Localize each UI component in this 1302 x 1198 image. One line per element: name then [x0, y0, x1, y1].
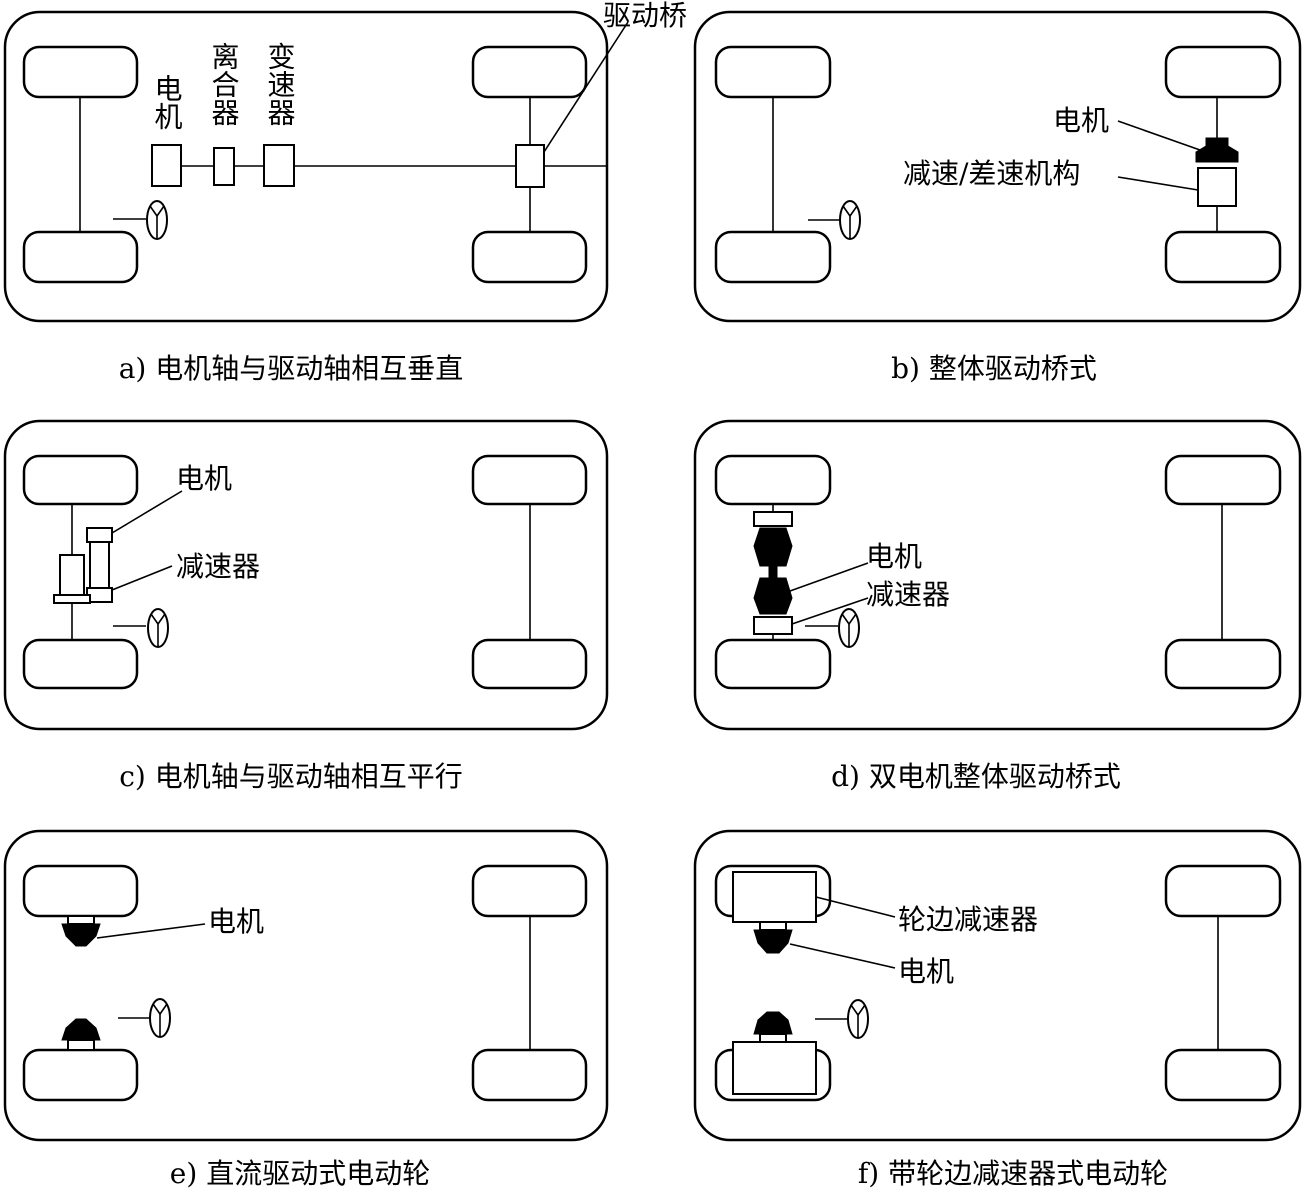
- reducer-label: 减速器: [176, 550, 260, 583]
- front-right-wheel: [1164, 45, 1282, 99]
- leader-line: [111, 490, 183, 534]
- reducer: [59, 554, 85, 596]
- rear-left-wheel: [714, 230, 832, 284]
- motor-mount: [759, 1033, 787, 1043]
- motor: [1195, 137, 1239, 163]
- rear-left-wheel: [714, 638, 832, 690]
- panel-b: 电机 减速/差速机构 b) 整体驱动桥式: [693, 10, 1302, 385]
- drive-axle-housing: [515, 144, 545, 188]
- caption-f: f) 带轮边减速器式电动轮: [858, 1157, 1168, 1190]
- rear-left-wheel: [22, 230, 139, 284]
- caption-e: e) 直流驱动式电动轮: [170, 1157, 430, 1190]
- motor-mount: [67, 1039, 95, 1051]
- leader-line: [111, 565, 173, 591]
- steering-wheel-icon: [146, 200, 168, 240]
- rear-right-wheel: [471, 230, 588, 284]
- leader-line: [96, 923, 206, 939]
- caption-c: c) 电机轴与驱动轴相互平行: [119, 760, 463, 793]
- motor-label: 电机: [208, 905, 264, 938]
- vehicle-frame: [693, 10, 1302, 323]
- front-motor: [753, 929, 793, 954]
- front-right-wheel: [471, 454, 588, 506]
- upper-reducer: [753, 511, 793, 527]
- motor: [89, 541, 110, 589]
- reducer-differential: [1197, 167, 1237, 207]
- vehicle-frame: [3, 829, 609, 1142]
- steering-wheel-icon: [149, 998, 171, 1038]
- motor-label: 电机: [1053, 104, 1109, 137]
- rear-motor: [61, 1018, 101, 1041]
- steering-wheel-icon: [839, 200, 861, 240]
- front-right-wheel: [471, 45, 588, 99]
- motor-label: 电机: [151, 74, 184, 130]
- motor-label: 电机: [898, 955, 954, 988]
- leader-line: [791, 597, 869, 625]
- clutch-label: 离合器: [208, 42, 241, 126]
- motor-mount: [67, 915, 95, 925]
- caption-a: a) 电机轴与驱动轴相互垂直: [119, 352, 464, 385]
- front-motor: [61, 923, 101, 947]
- front-left-wheel: [22, 45, 139, 99]
- front-left-wheel: [22, 864, 139, 918]
- rear-right-wheel: [1164, 230, 1282, 284]
- panel-d: 电机 减速器 d) 双电机整体驱动桥式: [693, 419, 1302, 793]
- steering-wheel-icon: [847, 999, 869, 1039]
- motor-label: 电机: [176, 462, 232, 495]
- gearbox-label: 变速器: [264, 42, 297, 126]
- rear-right-wheel: [471, 1048, 588, 1102]
- vehicle-frame: [693, 829, 1302, 1142]
- rear-hub-reducer: [732, 1041, 817, 1095]
- leader-line: [1117, 120, 1201, 151]
- panel-c: 电机 减速器 c) 电机轴与驱动轴相互平行: [3, 419, 609, 793]
- steering-wheel-icon: [147, 608, 169, 648]
- front-right-wheel: [1164, 454, 1282, 506]
- motor-shaft: [768, 565, 778, 579]
- panel-e: 电机 e) 直流驱动式电动轮: [3, 829, 609, 1190]
- leader-line: [543, 21, 629, 153]
- gearbox: [263, 144, 295, 187]
- steering-wheel-icon: [838, 608, 860, 648]
- lower-reducer: [753, 616, 793, 635]
- leader-line: [789, 562, 869, 592]
- reducer-label: 减速器: [866, 578, 950, 611]
- vehicle-frame: [693, 419, 1302, 731]
- front-left-wheel: [714, 45, 832, 99]
- rear-left-wheel: [22, 638, 139, 690]
- front-left-wheel: [714, 454, 832, 506]
- leader-line: [1117, 176, 1199, 191]
- motor-label: 电机: [866, 540, 922, 573]
- front-hub-reducer: [732, 871, 817, 923]
- panel-a: 电机 离合器 变速器 驱动桥 a) 电机轴与驱动轴相互垂直: [3, 0, 687, 385]
- motor: [151, 144, 182, 187]
- rear-right-wheel: [1164, 638, 1282, 690]
- clutch: [213, 147, 235, 186]
- motor-end-cap: [86, 527, 113, 543]
- rear-right-wheel: [471, 638, 588, 690]
- drive-axle-label: 驱动桥: [603, 0, 687, 32]
- rear-left-wheel: [22, 1048, 139, 1102]
- motor-mount: [759, 921, 787, 931]
- lower-motor: [753, 577, 793, 615]
- caption-b: b) 整体驱动桥式: [891, 352, 1097, 385]
- leader-line: [789, 943, 896, 969]
- front-right-wheel: [1164, 864, 1282, 918]
- front-left-wheel: [22, 454, 139, 506]
- reducer-flange: [53, 594, 91, 604]
- upper-motor: [753, 527, 793, 567]
- reducer-label: 减速/差速机构: [903, 157, 1080, 190]
- rear-right-wheel: [1164, 1048, 1282, 1102]
- rear-motor: [753, 1011, 793, 1035]
- leader-line: [815, 896, 896, 918]
- vehicle-frame: [3, 419, 609, 731]
- front-right-wheel: [471, 864, 588, 918]
- panel-f: 轮边减速器 电机 f) 带轮边减速器式电动轮: [693, 829, 1302, 1190]
- caption-d: d) 双电机整体驱动桥式: [831, 760, 1121, 793]
- hub-reducer-label: 轮边减速器: [898, 903, 1038, 936]
